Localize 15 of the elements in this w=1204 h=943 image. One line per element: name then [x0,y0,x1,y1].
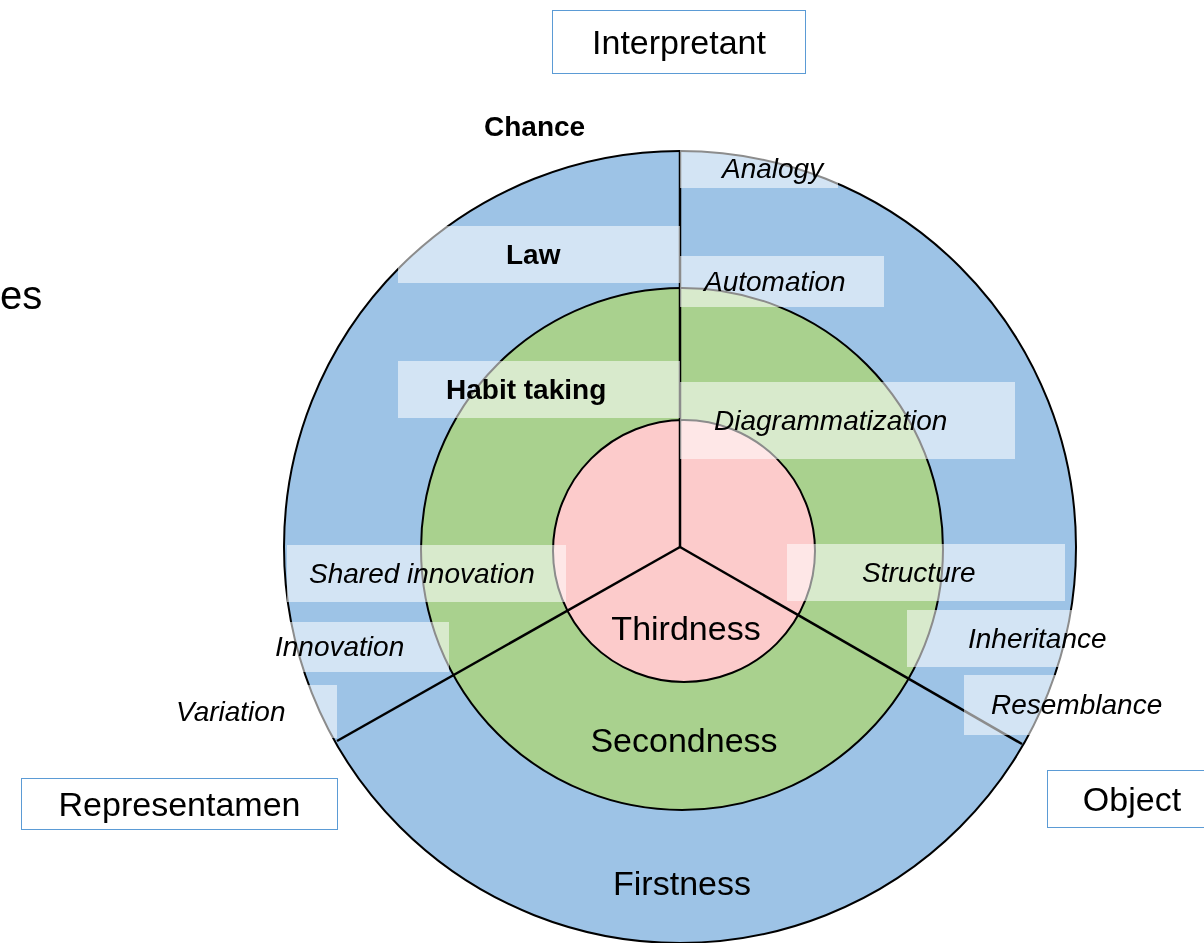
category-label: Chance [483,110,587,144]
term-box: Object [1047,770,1204,828]
category-label: Automation [680,256,884,307]
ring-label: Firstness [613,864,751,903]
term-box: Interpretant [552,10,806,74]
category-label: Diagrammatization [680,382,1015,459]
category-label: Structure [787,544,1065,601]
ring-label: Thirdness [611,609,761,648]
term-box: Representamen [21,778,338,830]
ring-label: Secondness [590,721,778,760]
category-label: Analogy [680,150,838,188]
category-label: Shared innovation [287,545,566,602]
category-label: Law [398,226,680,283]
text-fragment: es [0,271,44,319]
category-label: Habit taking [398,361,680,418]
